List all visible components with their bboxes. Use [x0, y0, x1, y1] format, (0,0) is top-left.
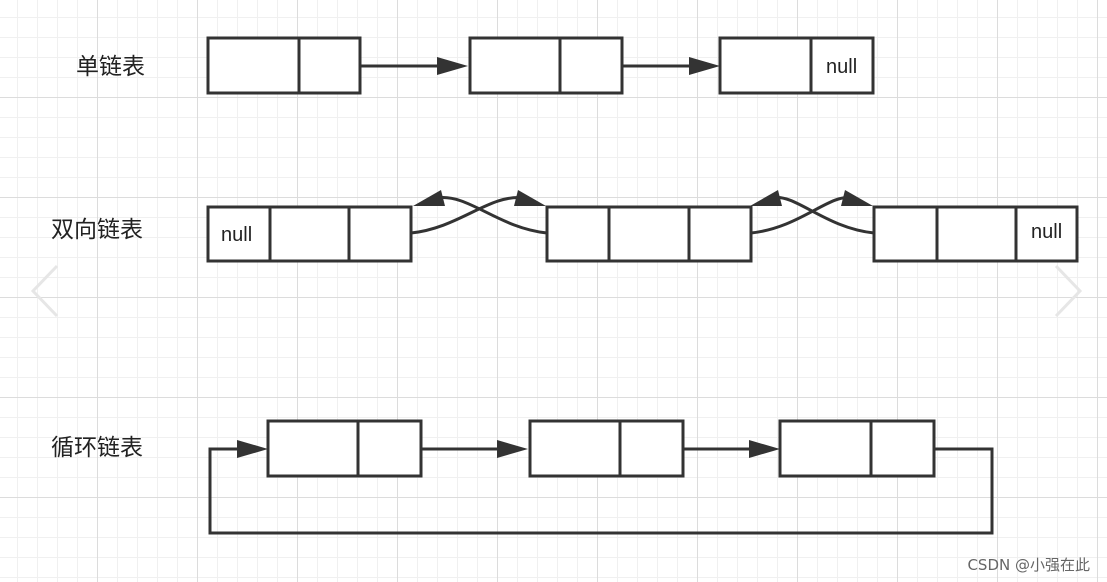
- circular-link-1-2: [421, 440, 528, 458]
- chevron-left-icon[interactable]: [30, 264, 59, 318]
- singly-node-1: [206, 36, 362, 95]
- watermark: CSDN @小强在此: [967, 556, 1090, 574]
- doubly-links-2-3: [750, 190, 875, 235]
- doubly-node-3: null: [872, 205, 1079, 263]
- doubly-node-1: null: [206, 205, 413, 263]
- circular-node-1: [266, 419, 423, 478]
- label-doubly-linked-list: 双向链表: [51, 217, 143, 243]
- null-label: null: [221, 224, 252, 246]
- circular-return-link: [208, 440, 994, 535]
- null-label: null: [1031, 221, 1062, 243]
- singly-link-2-3: [622, 57, 720, 75]
- circular-node-2: [528, 419, 685, 478]
- circular-linked-list: [208, 419, 994, 535]
- chevron-right-icon[interactable]: [1054, 264, 1083, 318]
- singly-node-3: null: [718, 36, 875, 95]
- singly-linked-list: null: [206, 36, 875, 95]
- circular-node-3: [778, 419, 936, 478]
- label-circular-linked-list: 循环链表: [51, 435, 143, 461]
- doubly-node-2: [545, 205, 753, 263]
- singly-node-2: [468, 36, 624, 95]
- prev-image-button[interactable]: [20, 255, 70, 325]
- label-singly-linked-list: 单链表: [76, 54, 145, 80]
- doubly-links-1-2: [410, 190, 548, 235]
- next-image-button[interactable]: [1045, 255, 1095, 325]
- doubly-linked-list: null null: [206, 190, 1079, 263]
- singly-link-1-2: [360, 57, 468, 75]
- null-label: null: [826, 56, 857, 78]
- circular-link-2-3: [683, 440, 780, 458]
